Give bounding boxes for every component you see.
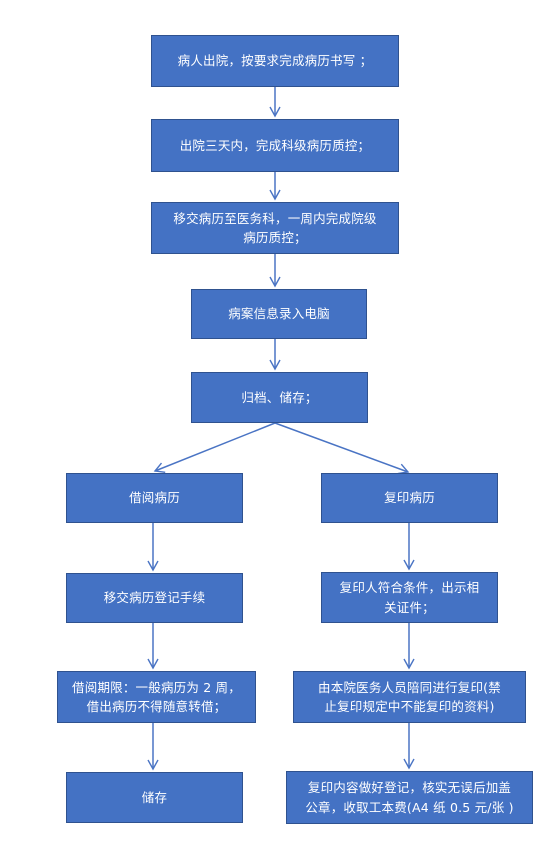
node-discharge-label: 病人出院，按要求完成病历书写 ； xyxy=(177,53,373,69)
node-storage-label: 储存 xyxy=(141,789,168,805)
node-computer-entry-label: 病案信息录入电脑 xyxy=(228,306,330,322)
node-borrow: 借阅病历 xyxy=(66,473,243,523)
node-copy-record: 复印内容做好登记，核实无误后加盖 公章，收取工本费(A4 纸 0.5 元/张 ) xyxy=(286,771,533,824)
node-computer-entry: 病案信息录入电脑 xyxy=(191,289,367,339)
node-dept-qc-label: 出院三天内，完成科级病历质控； xyxy=(179,137,371,153)
node-storage: 储存 xyxy=(66,772,243,823)
node-borrow-label: 借阅病历 xyxy=(129,490,180,506)
node-archive-label: 归档、储存； xyxy=(241,389,318,405)
node-copy: 复印病历 xyxy=(321,473,498,523)
node-borrow-period: 借阅期限：一般病历为 2 周， 借出病历不得随意转借； xyxy=(57,671,256,723)
node-copy-condition-label: 复印人符合条件，出示相 关证件； xyxy=(339,580,480,615)
node-transfer-hospital-qc-label: 移交病历至医务科，一周内完成院级 病历质控； xyxy=(173,210,377,245)
node-dept-qc: 出院三天内，完成科级病历质控； xyxy=(151,119,399,172)
node-copy-label: 复印病历 xyxy=(384,490,435,506)
node-copy-staff-label: 由本院医务人员陪同进行复印(禁 止复印规定中不能复印的资料) xyxy=(318,679,501,714)
node-borrow-register-label: 移交病历登记手续 xyxy=(103,590,206,606)
node-copy-condition: 复印人符合条件，出示相 关证件； xyxy=(321,572,498,623)
node-borrow-register: 移交病历登记手续 xyxy=(66,573,243,623)
node-copy-staff: 由本院医务人员陪同进行复印(禁 止复印规定中不能复印的资料) xyxy=(293,671,526,723)
node-discharge: 病人出院，按要求完成病历书写 ； xyxy=(151,35,399,87)
node-transfer-hospital-qc: 移交病历至医务科，一周内完成院级 病历质控； xyxy=(151,202,399,254)
node-copy-record-label: 复印内容做好登记，核实无误后加盖 公章，收取工本费(A4 纸 0.5 元/张 ) xyxy=(305,780,514,815)
arrow-archive-to-borrow xyxy=(153,422,276,473)
node-archive: 归档、储存； xyxy=(191,372,368,423)
node-borrow-period-label: 借阅期限：一般病历为 2 周， 借出病历不得随意转借； xyxy=(72,679,241,714)
arrow-archive-to-copy xyxy=(274,422,410,475)
